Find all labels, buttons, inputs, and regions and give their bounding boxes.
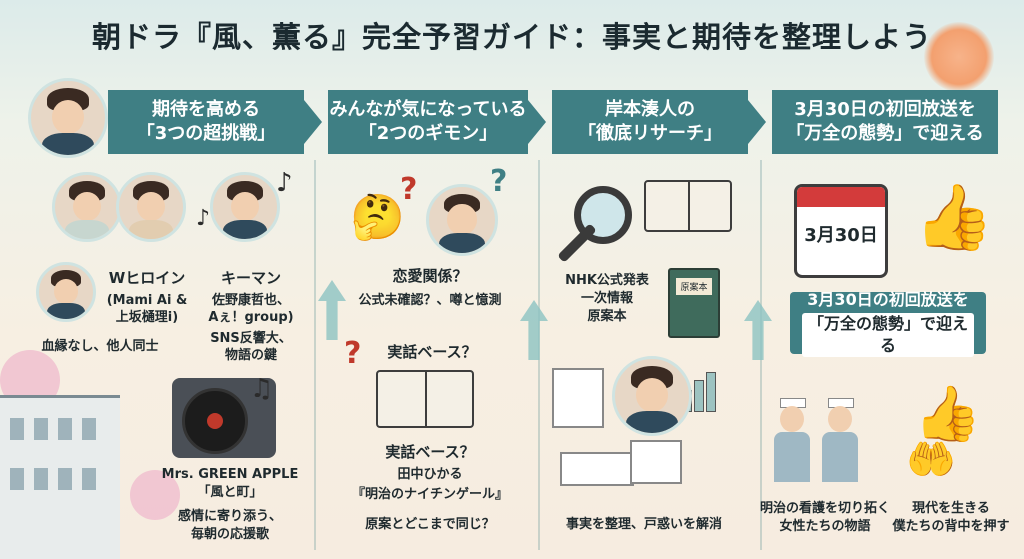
keyman-line3: SNS反響大、 [210, 331, 292, 346]
keyman-line4: 物語の鍵 [224, 348, 277, 363]
column-header-3: 岸本湊人の 「徹底リサーチ」 [552, 90, 748, 154]
cherry-blossom-tree [130, 470, 180, 520]
heroine-names-line2: 上坂樋理i) [115, 310, 179, 325]
story-line1: 明治の看護を切り拓く [760, 501, 891, 516]
question2-note: 原案とどこまで同じ？ [365, 517, 495, 532]
column-header-4-line2: 「万全の態勢」で迎える [786, 123, 984, 144]
heroine-names-line1: (Mami Ai & [106, 293, 188, 308]
broadcast-badge-line1: 3月30日の初回放送を [807, 290, 969, 309]
heroine-avatar-2 [116, 172, 186, 242]
source-2: 一次情報 [580, 291, 633, 306]
question1-desc: 公式未確認？、噂と憶測 [358, 293, 502, 308]
heroine-avatar-3 [36, 262, 96, 322]
calendar-icon: 3月30日 [794, 184, 888, 278]
song-artist: Mrs. GREEN APPLE [161, 467, 299, 482]
question2-title-repeat: 実話ベース？ [385, 443, 475, 461]
original-book-icon: 原案本 [668, 268, 720, 338]
chevron-icon [528, 100, 546, 144]
thinking-face-icon: 🤔 [350, 192, 405, 243]
chevron-icon [304, 100, 322, 144]
heroine-title: Wヒロイン [108, 269, 186, 287]
column-divider [314, 160, 316, 550]
thumbs-up-icon: 👍 [914, 181, 994, 255]
building-illustration [0, 395, 120, 559]
question-mark-icon: ? [490, 164, 508, 199]
up-arrow-icon [318, 280, 346, 340]
keyman-line2: Aぇ！group) [208, 310, 294, 325]
story-line2: 女性たちの物語 [779, 519, 871, 534]
thumbs-up-icon: 👍 [914, 382, 982, 445]
original-book-label: 原案本 [676, 278, 712, 295]
music-note-icon: ♪ [276, 168, 293, 198]
host-avatar [28, 78, 108, 158]
column-header-3-line2: 「徹底リサーチ」 [578, 123, 722, 144]
open-hand-icon: 🤲 [906, 437, 956, 483]
researcher-avatar [612, 356, 692, 436]
broadcast-badge: 3月30日の初回放送を 「万全の態勢」で迎える [790, 290, 986, 357]
question-mark-icon: ? [344, 336, 362, 371]
song-title: 「風と町」 [197, 485, 263, 500]
paper-in-hand-icon [630, 440, 682, 484]
song-desc-line2: 毎朝の応援歌 [190, 527, 269, 542]
column-header-3-line1: 岸本湊人の [605, 99, 695, 120]
modern-line1: 現代を生きる [912, 501, 990, 516]
music-note-icon: ♪ [196, 206, 211, 231]
question-mark-icon: ? [400, 172, 418, 207]
column-header-2: みんなが気になっている 「2つのギモン」 [328, 90, 528, 154]
documents-icon [552, 368, 604, 428]
source-3: 原案本 [587, 309, 627, 324]
keyman-line1: 佐野康哲也、 [211, 293, 290, 308]
music-note-icon: ♫ [250, 374, 274, 404]
keyman-avatar-small [426, 184, 498, 256]
record-player-icon [172, 378, 276, 458]
open-book-icon [644, 180, 732, 232]
keyman-avatar [210, 172, 280, 242]
sun-illustration [924, 22, 994, 92]
up-arrow-icon [520, 300, 548, 360]
heroine-note: 血縁なし、他人同士 [41, 339, 159, 354]
column-header-1-line2: 「3つの超挑戦」 [136, 123, 276, 144]
open-book-icon [376, 370, 474, 428]
chevron-icon [748, 100, 766, 144]
column-header-2-line1: みんなが気になっている [329, 99, 527, 120]
nurse-illustration-1 [770, 398, 814, 482]
column-header-4: 3月30日の初回放送を 「万全の態勢」で迎える [772, 90, 998, 154]
question2-title: 実話ベース？ [387, 343, 477, 361]
broadcast-badge-line2: 「万全の態勢」で迎える [802, 313, 974, 357]
question2-author: 田中ひかる [397, 467, 463, 482]
song-desc-line1: 感情に寄り添う、 [177, 509, 282, 524]
papers-stack-icon [560, 452, 634, 486]
source-1: NHK公式発表 [565, 273, 649, 288]
column-header-1: 期待を高める 「3つの超挑戦」 [108, 90, 304, 154]
research-summary: 事実を整理、戸惑いを解消 [565, 517, 722, 532]
column-header-4-line1: 3月30日の初回放送を [794, 99, 976, 120]
nurse-illustration-2 [818, 398, 862, 482]
up-arrow-icon [744, 300, 772, 360]
modern-line2: 僕たちの背中を押す [892, 519, 1010, 534]
column-header-1-line1: 期待を高める [152, 99, 260, 120]
question2-book: 『明治のナイチンゲール』 [351, 487, 508, 502]
question1-title: 恋愛関係？ [392, 267, 468, 285]
heroine-avatar-1 [52, 172, 122, 242]
column-header-2-line2: 「2つのギモン」 [358, 123, 498, 144]
page-title: 朝ドラ『風、薫る』完全予習ガイド：事実と期待を整理しよう [91, 20, 932, 54]
calendar-date: 3月30日 [804, 225, 878, 246]
keyman-title: キーマン [220, 269, 281, 287]
